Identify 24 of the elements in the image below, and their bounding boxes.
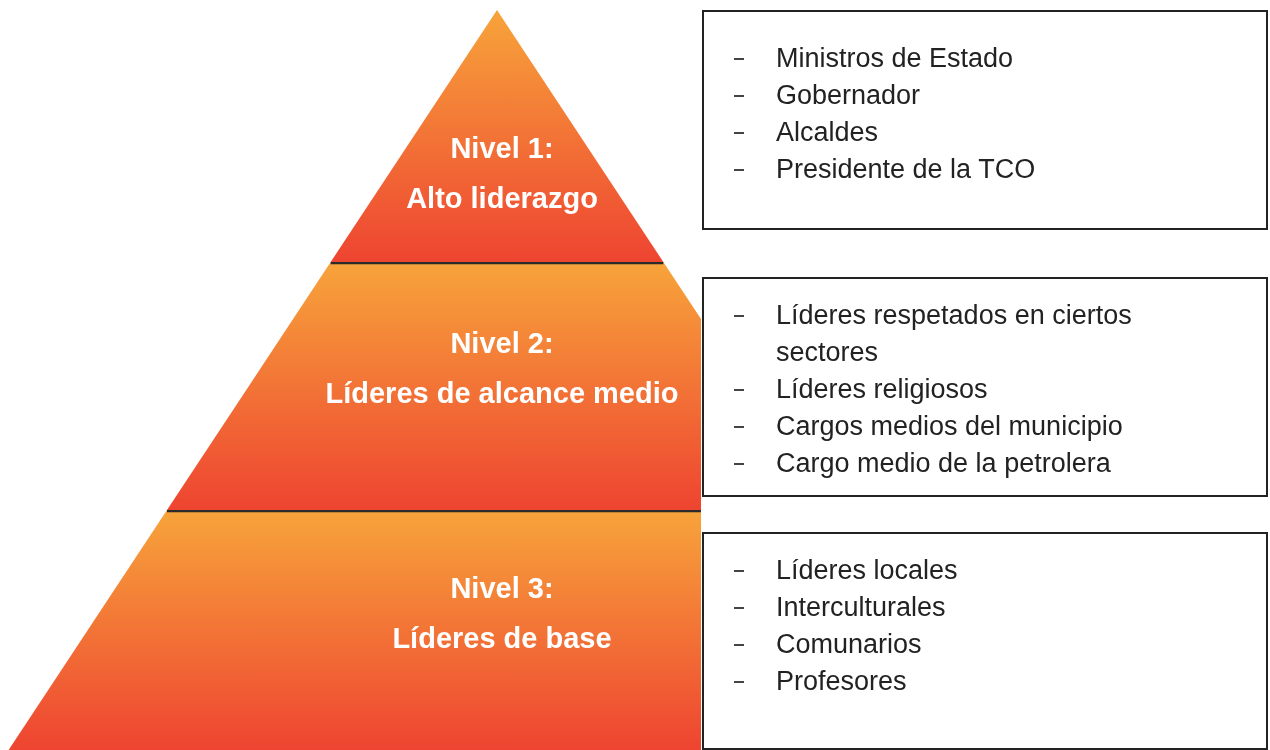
level-title: Nivel 2:: [449, 327, 555, 360]
pyramid-level: [330, 10, 664, 262]
level-name: Alto liderazgo: [405, 182, 599, 215]
level-name: Líderes de alcance medio: [324, 377, 680, 410]
level-title: Nivel 1:: [449, 132, 555, 165]
list-item: Ministros de Estado: [776, 42, 1015, 75]
list-box: [702, 10, 1268, 230]
level-name: Líderes de base: [391, 622, 613, 655]
list-item: Cargo medio de la petrolera: [776, 447, 1112, 480]
list-item: Interculturales: [776, 591, 947, 624]
list-item: Gobernador: [776, 79, 922, 112]
list-item: Comunarios: [776, 628, 923, 661]
list-item: Líderes locales: [776, 554, 959, 587]
list-item: Líderes religiosos: [776, 373, 989, 406]
list-item: Profesores: [776, 665, 908, 698]
list-box: [702, 532, 1268, 750]
pyramid-level: [8, 510, 701, 750]
list-item: Cargos medios del municipio: [776, 410, 1124, 443]
level-title: Nivel 3:: [449, 572, 555, 605]
list-item: Alcaldes: [776, 116, 880, 149]
list-item: Presidente de la TCO: [776, 153, 1037, 186]
list-box: [702, 277, 1268, 497]
list-item: Líderes respetados en ciertos sectores: [776, 299, 1133, 369]
pyramid-level: [167, 262, 701, 510]
